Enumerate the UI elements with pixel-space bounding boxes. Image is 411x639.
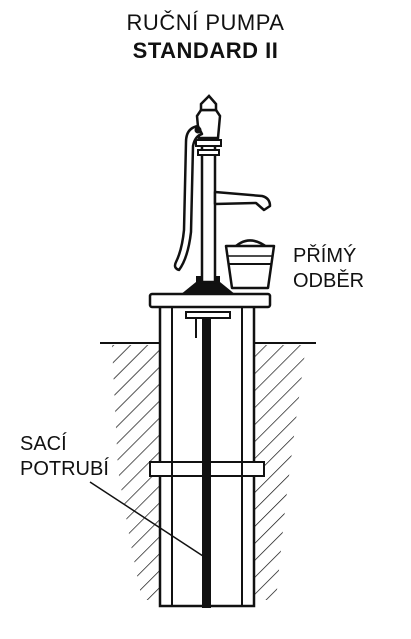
pump-base (180, 282, 236, 295)
pump-spout (213, 190, 272, 212)
handle-pivot (194, 126, 202, 134)
soil-right (254, 345, 306, 600)
title-line-2: STANDARD II (132, 38, 279, 63)
label-suction-pipe-line1: SACÍ (20, 433, 67, 455)
label-suction-pipe: SACÍ POTRUBÍ (20, 432, 109, 482)
pipe-bracket (185, 311, 231, 319)
pump-finial (199, 94, 218, 112)
suction-pipe-leader (89, 481, 207, 559)
pump-column (200, 136, 217, 284)
label-direct-draw-line2: ODBĚR (293, 270, 365, 292)
title-line-1: RUČNÍ PUMPA (126, 10, 285, 35)
well-cover-slab (148, 292, 272, 309)
bucket-body (224, 244, 276, 290)
pump-collar-1 (195, 139, 222, 147)
soil-left (112, 345, 160, 600)
label-suction-pipe-line2: POTRUBÍ (20, 458, 109, 480)
suction-pipe (202, 312, 211, 608)
label-direct-draw-line1: PŘÍMÝ (293, 245, 357, 267)
label-direct-draw: PŘÍMÝ ODBĚR (293, 244, 364, 294)
pump-collar-2 (197, 149, 220, 156)
pump-handle (173, 124, 204, 272)
